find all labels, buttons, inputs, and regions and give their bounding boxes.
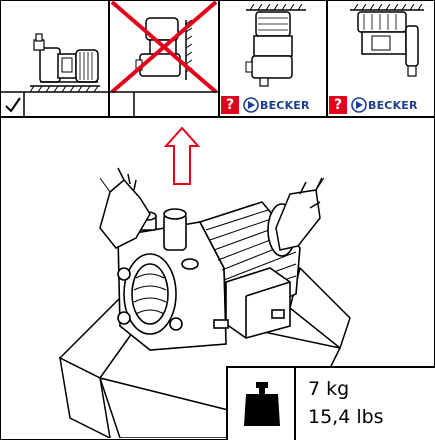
panel-mount-wall-right <box>328 0 434 116</box>
weight-metric: 7 kg <box>308 378 350 400</box>
pump-assembly <box>117 201 301 351</box>
pump-wall-illustration <box>245 3 306 87</box>
pump-wall-side-illustration <box>350 3 424 77</box>
hands-illustration <box>99 167 323 251</box>
weight-info: 7 kg 15,4 lbs <box>226 366 435 440</box>
brand-name: BECKER <box>368 99 418 112</box>
pump-inverted-illustration <box>110 0 218 116</box>
lift-arrow-icon <box>163 126 201 185</box>
becker-logo-icon <box>243 97 259 113</box>
panel-mount-inverted <box>110 0 218 116</box>
weight-imperial: 15,4 lbs <box>308 406 384 428</box>
weight-icon <box>244 382 280 426</box>
panel-mount-floor <box>0 0 108 116</box>
panel-mount-wall-left <box>220 0 326 116</box>
pump-floor-illustration <box>0 33 108 116</box>
brand-name: BECKER <box>260 99 310 112</box>
check-icon <box>5 97 21 113</box>
mounting-orientation-row: ? BECKER ? <box>0 0 434 118</box>
warning-badge: ? <box>329 96 347 114</box>
becker-logo-icon <box>351 97 367 113</box>
warning-badge: ? <box>221 96 239 114</box>
